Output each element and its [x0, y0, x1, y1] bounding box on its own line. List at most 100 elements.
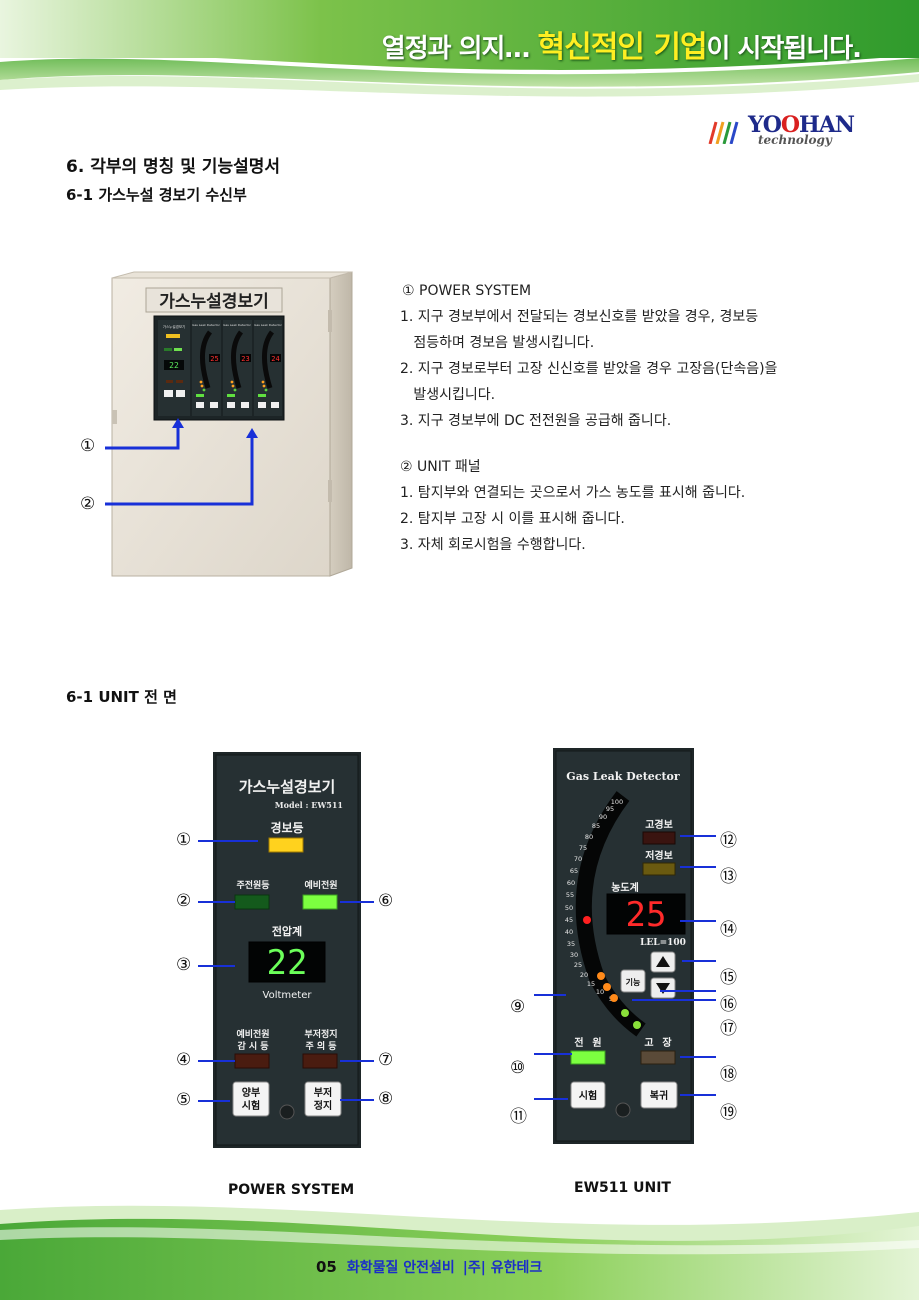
scale-label: 55	[566, 891, 574, 899]
footer-company-desc: 화학물질 안전설비	[346, 1260, 455, 1276]
scale-label: 10	[596, 988, 604, 996]
concentration-display	[606, 893, 686, 935]
callout-13: ⑬	[720, 867, 737, 887]
cabinet-unit-3: Gas Leak Detector 24	[254, 320, 283, 416]
scale-label: 15	[587, 980, 595, 988]
buzzer-grille-icon	[279, 1104, 295, 1120]
scale-label: 75	[579, 844, 587, 852]
power-item-2-cont: 발생시킵니다.	[400, 387, 496, 403]
power-system-title: ① POWER SYSTEM	[402, 283, 532, 299]
power-item-3: 3. 지구 경보부에 DC 전전원을 공급해 줍니다.	[400, 413, 672, 429]
bargraph-red-led	[583, 916, 591, 924]
svg-text:시험: 시험	[242, 1099, 260, 1112]
scale-label: 65	[570, 867, 578, 875]
backup-monitor-label-2: 감 시 등	[237, 1040, 268, 1052]
header-wave-graphic	[0, 0, 919, 97]
callout-3: ③	[176, 955, 192, 975]
function-button[interactable]: 기능	[620, 969, 646, 993]
footer-wave-graphic	[0, 1205, 919, 1300]
callout-2: ②	[176, 891, 192, 911]
svg-text:복귀: 복귀	[650, 1089, 668, 1102]
footer-text: 05 화학물질 안전설비 |주| 유한테크	[316, 1257, 542, 1277]
scale-label: 80	[585, 833, 593, 841]
up-button[interactable]	[650, 951, 676, 973]
scale-label: 100	[611, 798, 623, 806]
arrow-down-icon	[656, 983, 670, 994]
bargraph-orange-led-3	[610, 994, 618, 1002]
alarm-lamp-indicator	[268, 837, 304, 853]
power-label-2: 원	[592, 1036, 601, 1049]
backup-power-indicator	[302, 894, 338, 910]
power-label-1: 전	[574, 1036, 583, 1049]
concentration-label: 농도계	[611, 881, 639, 894]
tagline-highlight: 혁신적인 기업	[537, 30, 708, 65]
main-power-label: 주전원등	[236, 879, 269, 891]
power-system-description: ① POWER SYSTEM 1. 지구 경보부에서 전달되는 경보신호를 받았…	[400, 278, 777, 434]
scale-label: 50	[565, 904, 573, 912]
buzzer-stop-label-2: 주 의 등	[305, 1040, 336, 1052]
footer-company-name: |주| 유한테크	[462, 1260, 543, 1276]
backup-monitor-label-1: 예비전원	[236, 1028, 269, 1040]
callout-17: ⑰	[720, 1019, 737, 1039]
reset-button[interactable]: 복귀	[640, 1081, 678, 1109]
cabinet-callout-arrows	[105, 418, 258, 506]
subsection-title: 6-1 가스누설 경보기 수신부	[66, 186, 247, 204]
buzzer-stop-indicator	[302, 1053, 338, 1069]
svg-text:부저: 부저	[314, 1086, 332, 1099]
callout-15: ⑮	[720, 968, 737, 988]
tagline-post: 이 시작됩니다.	[706, 34, 862, 64]
high-alarm-indicator	[642, 831, 676, 845]
callout-12: ⑫	[720, 831, 737, 851]
scale-label: 40	[565, 928, 573, 936]
unit-panel-title: ② UNIT 패널	[400, 459, 481, 475]
unit-item-3: 3. 자체 회로시험을 수행합니다.	[400, 537, 586, 553]
callout-6: ⑥	[378, 891, 394, 911]
low-alarm-indicator	[642, 862, 676, 876]
callout-8: ⑧	[378, 1089, 394, 1109]
cabinet-callout-1: ①	[80, 436, 96, 456]
fault-label-2: 장	[662, 1036, 672, 1049]
cabinet-unit-1: Gas Leak Detector 25	[192, 320, 221, 416]
down-button[interactable]	[650, 977, 676, 999]
svg-text:Gas Leak Detector: Gas Leak Detector	[254, 323, 283, 327]
low-alarm-label: 저경보	[645, 849, 673, 862]
scale-label: 90	[599, 813, 607, 821]
header-tagline: 열정과 의지… 혁신적인 기업이 시작됩니다.	[381, 22, 862, 66]
power-item-2: 2. 지구 경보로부터 고장 신신호를 받았을 경우 고장음(단속음)을	[400, 361, 778, 377]
tagline-pre: 열정과 의지…	[381, 34, 538, 64]
bargraph-green-led-2	[633, 1021, 641, 1029]
caption-power-system: POWER SYSTEM	[228, 1182, 355, 1198]
unit-test-button[interactable]: 시험	[570, 1081, 606, 1109]
voltage-value: 22	[267, 943, 308, 983]
bargraph-arc	[575, 791, 646, 1037]
unit-title: Gas Leak Detector	[566, 770, 680, 783]
header-banner: 열정과 의지… 혁신적인 기업이 시작됩니다.	[0, 0, 919, 110]
logo-stripes-icon	[708, 121, 739, 144]
cabinet-power-header: 가스누설경보기	[163, 324, 186, 329]
alarm-lamp-label: 경보등	[270, 821, 303, 835]
page-number: 05	[316, 1258, 337, 1276]
bargraph-green-led-1	[621, 1009, 629, 1017]
scale-label: 85	[592, 822, 600, 830]
power-panel-callout-lines	[198, 840, 374, 1102]
power-indicator	[570, 1050, 606, 1065]
callout-4: ④	[176, 1050, 192, 1070]
arrow-up-icon	[656, 956, 670, 967]
test-button[interactable]: 양부 시험	[232, 1081, 270, 1117]
caption-ew511-unit: EW511 UNIT	[574, 1180, 671, 1196]
svg-text:시험: 시험	[579, 1089, 597, 1102]
svg-text:23: 23	[241, 355, 249, 363]
lel-label: LEL=100	[640, 938, 686, 948]
scale-label: 30	[570, 951, 578, 959]
voltage-display	[248, 941, 326, 983]
backup-power-label: 예비전원	[304, 879, 337, 891]
scale-label: 70	[574, 855, 582, 863]
panel-title: 가스누설경보기	[239, 778, 336, 796]
svg-text:Gas Leak Detector: Gas Leak Detector	[192, 323, 221, 327]
svg-text:기능: 기능	[626, 977, 641, 987]
callout-16: ⑯	[720, 995, 737, 1015]
buzzer-stop-button[interactable]: 부저 정지	[304, 1081, 342, 1117]
bargraph-orange-led-1	[597, 972, 605, 980]
unit-panel-callout-lines	[534, 835, 716, 1100]
unit-front-title: 6-1 UNIT 전 면	[66, 688, 177, 706]
